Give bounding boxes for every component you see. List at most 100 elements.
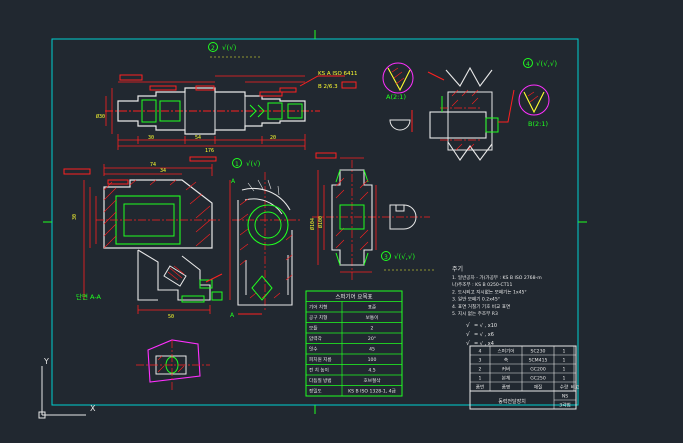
parts-list-cell: 수량 — [560, 384, 569, 391]
svg-text:Ø30: Ø30 — [96, 113, 105, 120]
gear-table-value: 표준 — [368, 305, 376, 311]
note-line: 2. 도시되고 지시없는 모떼기는 1x45° — [452, 288, 527, 295]
parts-list-cell: 커버 — [502, 366, 510, 373]
shaft-key-spec: KS A ISO 6411 — [318, 71, 358, 77]
gear-table-value: KS B ISO 1328-1, 4급 — [348, 389, 396, 395]
svg-text:Ø104: Ø104 — [309, 218, 316, 230]
small-part-view[interactable] — [136, 339, 210, 390]
parts-list-cell: SCM415 — [529, 358, 548, 364]
section-aa-label: 단면 A-A — [76, 292, 102, 301]
parts-list-cell: 1 — [563, 367, 566, 373]
surface-symbol: √ — [466, 340, 470, 347]
general-notes: 주기1. 일반공차 - 가)가공부 : KS B ISO 2768-m 나)주조… — [452, 265, 542, 347]
gear-table-value: 20° — [368, 336, 376, 342]
gear-table-key: 기어 치형 — [309, 304, 327, 311]
svg-text:1: 1 — [235, 161, 239, 168]
housing-section-aa[interactable]: 74 34 30 50 단면 A-A — [63, 162, 231, 320]
svg-text:√(√,√): √(√,√) — [394, 253, 415, 261]
parts-list-cell: 재질 — [534, 384, 542, 391]
callout-view1: 1 √(√) — [232, 158, 261, 168]
svg-text:176: 176 — [205, 148, 214, 154]
gear-table-key: 정밀도 — [309, 388, 322, 395]
parts-list-cell: 4 — [479, 349, 482, 355]
parts-list-cell: 비고 — [571, 384, 579, 391]
ucs-y-label: Y — [43, 357, 49, 366]
title-block-scale: NS — [562, 394, 568, 400]
dim-74: 74 — [150, 162, 156, 168]
note-line: 3. 일반 모떼기 0.2x45° — [452, 296, 500, 303]
title-block-name: 동력전달장치 — [498, 398, 526, 405]
parts-list-cell: GC200 — [530, 367, 546, 373]
drawing-frame — [43, 30, 587, 414]
note-line: 1. 일반공차 - 가)가공부 : KS B ISO 2768-m — [452, 274, 542, 281]
parts-list-cell: SC230 — [531, 349, 546, 355]
gear-table-key: 모듈 — [309, 326, 317, 332]
callout-view2: 2 √(√) — [208, 42, 260, 58]
parts-list-cell: 2 — [479, 367, 482, 373]
section-mark-left: A — [231, 178, 236, 185]
parts-list-cell: 1 — [563, 358, 566, 364]
gear-table-key: 잇수 — [309, 346, 317, 353]
housing-side-view[interactable]: A A — [230, 172, 300, 319]
svg-text:√(√,√): √(√,√) — [536, 60, 557, 68]
ucs-icon: Y X — [38, 357, 96, 419]
svg-text:√(√): √(√) — [222, 44, 237, 52]
gear-table-value: 100 — [368, 357, 377, 363]
shaft-key-spec-2: B 2/6.3 — [318, 84, 338, 90]
surface-symbol: √ — [466, 331, 470, 338]
parts-list-cell: 품명 — [502, 384, 510, 391]
callout-view4: 4 √(√,√) — [523, 58, 557, 68]
shaft-view[interactable]: KS A ISO 6411 B 2/6.3 30 54 20 176 Ø30 — [96, 71, 358, 162]
svg-text:3: 3 — [384, 254, 388, 261]
svg-text:4: 4 — [526, 61, 530, 68]
svg-text:54: 54 — [195, 135, 201, 141]
note-line: 5. 지시 없는 주조부 R3 — [452, 310, 498, 317]
svg-text:30: 30 — [148, 135, 154, 141]
gear-table-key: 압력각 — [309, 335, 322, 342]
parts-list-cell: 1 — [563, 376, 566, 382]
dim-50: 50 — [168, 314, 174, 320]
note-line: 나)주조부 : KS B 0250-CT11 — [452, 281, 512, 288]
gear-table-value: 호브절삭 — [364, 377, 382, 384]
surface-equation: = √ , x10 — [474, 323, 497, 329]
gear-table-value: 보통이 — [366, 314, 379, 321]
svg-text:2: 2 — [211, 45, 215, 52]
parts-list-cell: 1 — [479, 376, 482, 382]
title-block-projection: 3각법 — [559, 402, 570, 409]
gear-table-key: 피치원 지름 — [309, 356, 332, 363]
parts-list-cell: 축 — [504, 357, 508, 364]
gear-table-value: 2 — [371, 326, 374, 332]
svg-text:Ø100: Ø100 — [317, 216, 324, 228]
callout-view3: 3 √(√,√) — [381, 251, 436, 271]
parts-list-cell: 3 — [479, 358, 482, 364]
note-line: 4. 표면 거칠기 기호 비교 표면 — [452, 303, 510, 310]
gear-table-key: 공구 치형 — [309, 314, 327, 321]
parts-list-cell: 품번 — [476, 384, 484, 391]
detail-a-label: A(2:1) — [386, 93, 406, 101]
notes-title: 주기 — [452, 265, 463, 273]
parts-list-cell: 본체 — [502, 375, 510, 382]
parts-list-cell: 스퍼기어 — [498, 348, 515, 355]
gear-table-value: 4.5 — [368, 368, 375, 374]
cover-detail-view[interactable]: A(2:1) B(2:1) — [382, 62, 550, 161]
surface-symbol: √ — [466, 322, 470, 329]
surface-equation: = √ , x4 — [474, 341, 494, 347]
gear-table-key: 다듬질 방법 — [309, 377, 332, 384]
gear-table-key: 전 치 높이 — [309, 367, 329, 374]
parts-list-cell: GC250 — [530, 376, 546, 382]
dim-30: 30 — [72, 214, 78, 220]
spur-gear-view[interactable]: Ø104 Ø100 — [309, 152, 430, 280]
gear-table-title: 스퍼기어 요목표 — [335, 293, 372, 301]
svg-text:√(√): √(√) — [246, 160, 261, 168]
dim-34: 34 — [160, 168, 166, 174]
surface-equation: = √ , x6 — [474, 332, 494, 338]
svg-text:20: 20 — [270, 135, 276, 141]
detail-b-label: B(2:1) — [528, 120, 548, 128]
ucs-x-label: X — [90, 404, 96, 413]
gear-table-value: 45 — [369, 347, 375, 353]
section-mark-bottom: A — [230, 312, 235, 319]
